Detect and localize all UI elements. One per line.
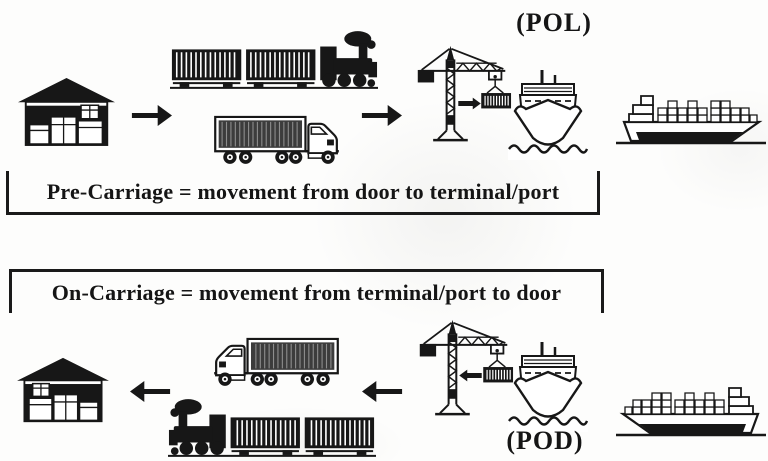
on-carriage-text: On-Carriage = movement from terminal/por… — [51, 279, 562, 305]
ship-bow-icon — [508, 340, 588, 432]
on-carriage-banner: On-Carriage = movement from terminal/por… — [9, 269, 604, 313]
warehouse-icon — [17, 357, 109, 423]
ship-bow-icon — [508, 68, 588, 160]
pre-carriage-banner: Pre-Carriage = movement from door to ter… — [6, 171, 600, 215]
pre-carriage-text: Pre-Carriage = movement from door to ter… — [46, 178, 560, 204]
warehouse-icon — [18, 77, 115, 147]
arrow-right-icon — [130, 102, 172, 129]
arrow-left-icon — [130, 378, 172, 405]
arrow-right-icon — [456, 96, 482, 111]
arrow-left-icon — [458, 368, 484, 383]
freight-train-icon — [170, 30, 378, 90]
container-truck-icon — [212, 337, 339, 387]
container-ship-icon — [616, 386, 766, 437]
freight-train-icon — [168, 398, 376, 458]
port-crane-icon — [416, 44, 512, 142]
arrow-right-icon — [360, 102, 402, 129]
pod-label: (POD) — [506, 426, 584, 455]
container-ship-icon — [616, 94, 766, 145]
arrow-left-icon — [362, 378, 404, 405]
pol-label: (POL) — [516, 8, 592, 37]
container-truck-icon — [214, 115, 341, 165]
